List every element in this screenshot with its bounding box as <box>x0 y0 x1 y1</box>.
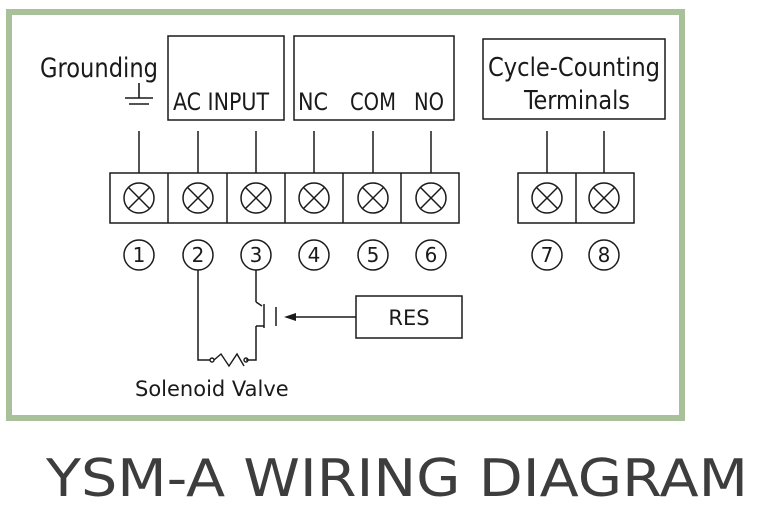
diagram-frame <box>6 9 685 421</box>
ground-icon <box>125 83 153 105</box>
terminal-screw-icon <box>123 182 620 214</box>
ac-input-label: AC INPUT <box>173 88 270 116</box>
terminal-number-label: 3 <box>250 243 263 267</box>
terminal-number-4 <box>298 239 330 271</box>
solenoid-valve-label: Solenoid Valve <box>135 377 289 401</box>
terminal-number-1 <box>123 239 155 271</box>
terminal-number-label: 6 <box>425 243 438 267</box>
page-title: YSM-A WIRING DIAGRAM <box>45 449 748 506</box>
terminals-label: Terminals <box>523 86 630 116</box>
switch-icon <box>255 301 277 328</box>
terminal-leads <box>138 131 605 173</box>
relay-contacts-box <box>293 35 455 121</box>
terminal-number-label: 2 <box>192 243 205 267</box>
terminal-number-8 <box>588 239 620 271</box>
terminal-number-label: 8 <box>598 243 611 267</box>
terminal-number-label: 5 <box>367 243 380 267</box>
res-box <box>355 295 463 339</box>
terminal-number-label: 4 <box>308 243 321 267</box>
solenoid-wiring <box>197 270 257 361</box>
arrow-icon <box>284 313 356 321</box>
ac-input-box <box>167 35 285 121</box>
terminal-number-5 <box>357 239 389 271</box>
relay-com-label: COM <box>350 88 396 116</box>
grounding-label: Grounding <box>40 53 158 84</box>
terminal-number-label: 1 <box>133 243 146 267</box>
terminal-number-label: 7 <box>541 243 554 267</box>
cycle-counting-box <box>482 38 666 120</box>
terminal-number-7 <box>531 239 563 271</box>
terminal-number-6 <box>415 239 447 271</box>
coil-icon <box>209 352 249 368</box>
cycle-counting-label: Cycle-Counting <box>488 53 660 83</box>
relay-no-label: NO <box>414 88 444 116</box>
res-label: RES <box>388 306 429 330</box>
relay-nc-label: NC <box>298 88 328 116</box>
